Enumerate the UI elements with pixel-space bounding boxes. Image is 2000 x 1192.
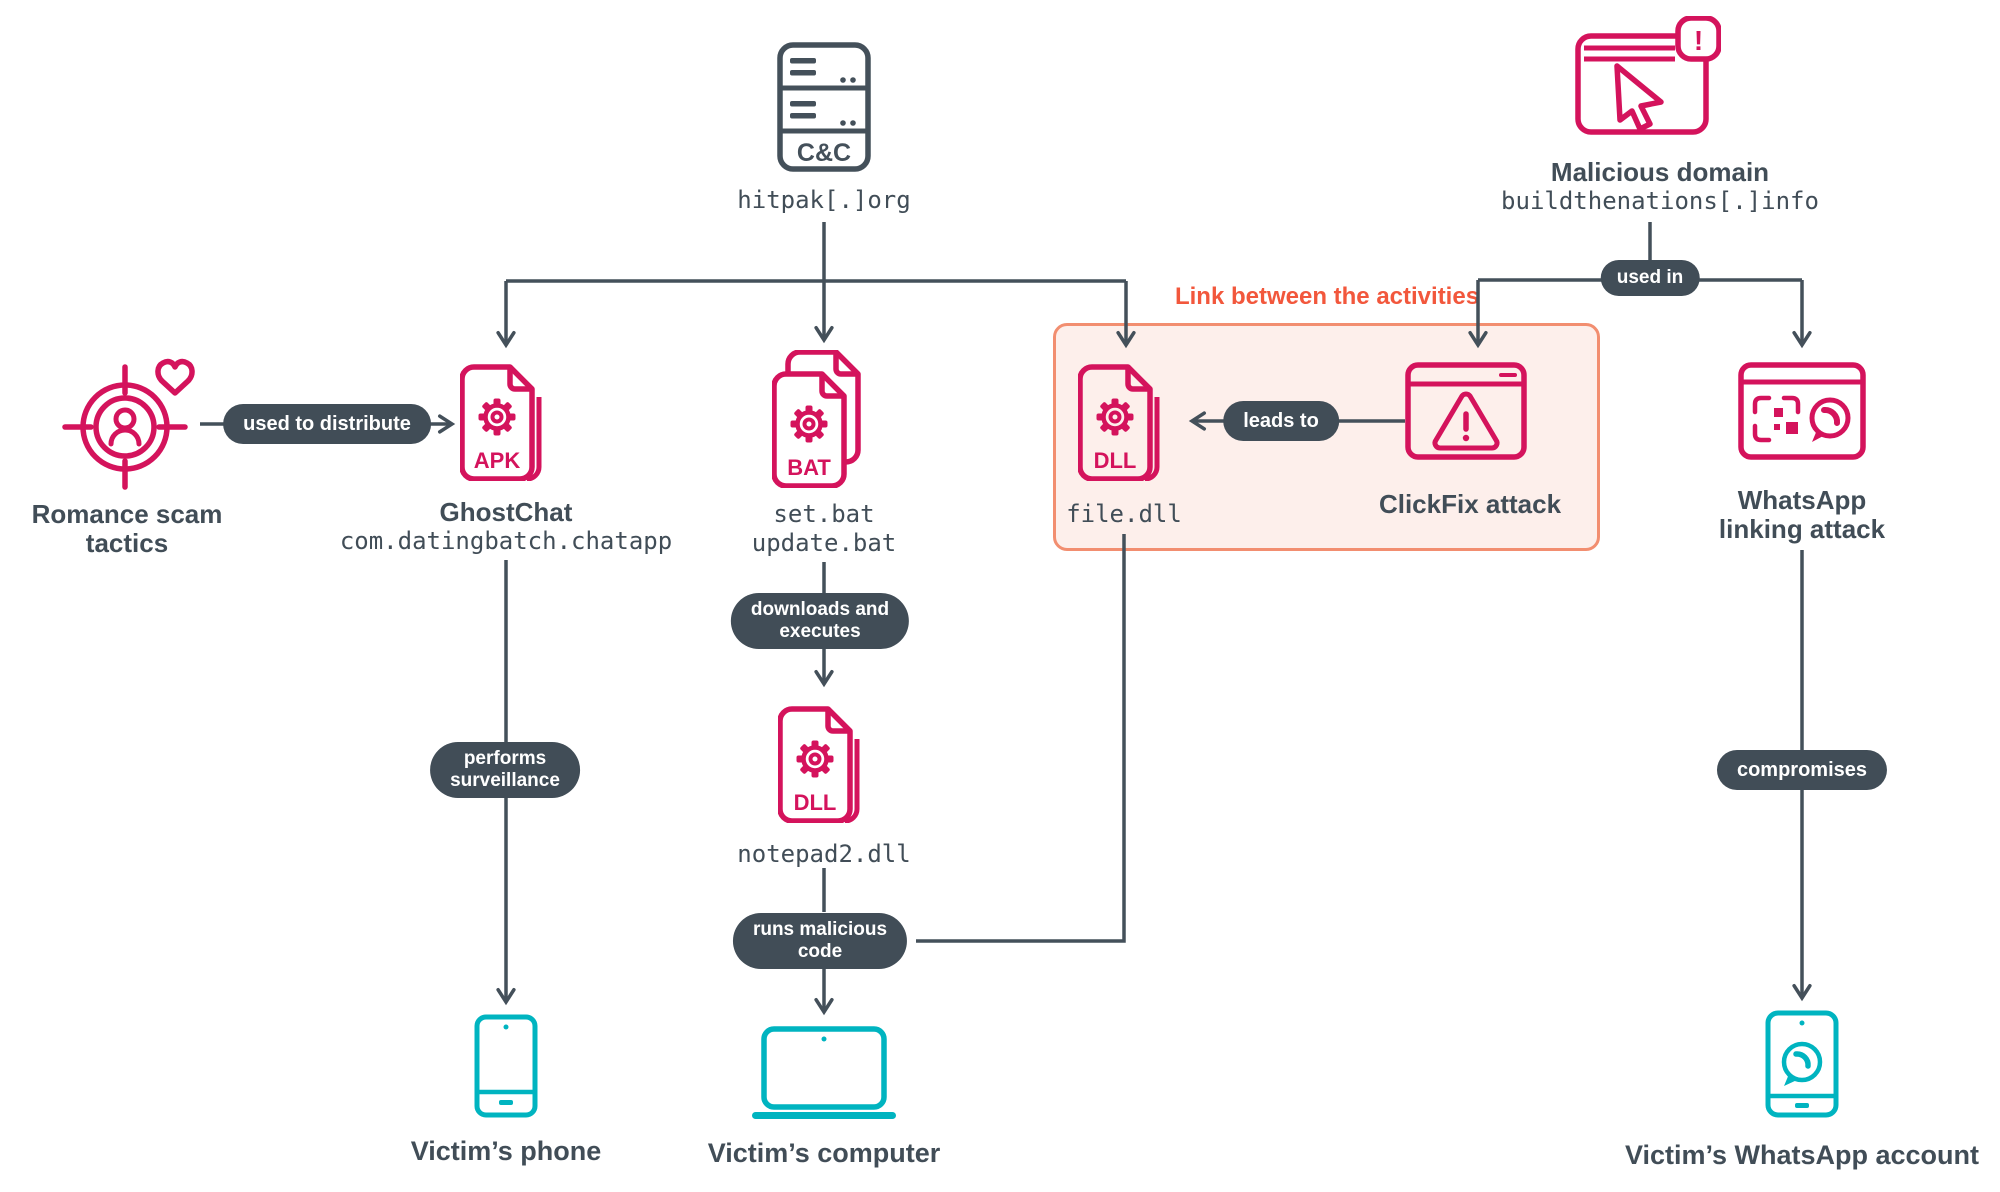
victim-phone-label: Victim’s phone xyxy=(410,1136,602,1166)
romance-scam-line2: tactics xyxy=(85,528,169,559)
whatsapp-linking-label: WhatsApp linking attack xyxy=(1718,485,1886,545)
apk-badge-text: APK xyxy=(474,448,521,473)
gear-icon xyxy=(478,398,516,436)
notepad2-dll-name: notepad2.dll xyxy=(737,840,911,868)
whatsapp-logo-icon xyxy=(1781,1041,1823,1083)
dll-badge-text: DLL xyxy=(1094,448,1137,473)
performs-surveillance-pill: performs surveillance xyxy=(430,742,580,798)
gear-icon xyxy=(790,405,828,443)
cnc-server-icon: C&C xyxy=(777,42,871,172)
file-dll-icon: DLL xyxy=(1078,355,1170,481)
victim-computer-icon xyxy=(750,1026,898,1120)
used-to-distribute-pill: used to distribute xyxy=(223,404,431,444)
downloads-and-executes-pill: downloads and executes xyxy=(730,593,910,649)
gear-icon xyxy=(796,740,834,778)
whatsapp-linking-line2: linking attack xyxy=(1718,514,1886,545)
whatsapp-linking-line1: WhatsApp xyxy=(1737,485,1867,515)
heart-icon xyxy=(155,358,195,396)
compromises-pill: compromises xyxy=(1716,750,1888,790)
bat-files-icon: BAT xyxy=(772,350,876,488)
file-dll-label: file.dll xyxy=(1066,500,1182,529)
leads-to-pill: leads to xyxy=(1223,401,1339,441)
malicious-domain-icon: ! xyxy=(1575,16,1721,136)
whatsapp-logo-icon xyxy=(1809,397,1851,439)
whatsapp-linking-icon xyxy=(1738,362,1866,460)
clickfix-label: ClickFix attack xyxy=(1378,489,1562,519)
malicious-domain-name: Malicious domain xyxy=(1550,157,1770,187)
runs-malicious-code-pill: runs malicious code xyxy=(732,913,908,969)
gear-icon xyxy=(1096,398,1134,436)
cnc-icon-text: C&C xyxy=(797,139,851,167)
romance-scam-icon xyxy=(60,343,210,491)
warning-triangle-icon xyxy=(1432,391,1500,451)
highlight-box-title: Link between the activities xyxy=(1174,283,1480,310)
used-in-pill: used in xyxy=(1600,260,1700,296)
notepad2-dll-label: notepad2.dll xyxy=(737,840,910,869)
romance-scam-label: Romance scam tactics xyxy=(31,499,223,559)
alert-badge xyxy=(1675,16,1721,62)
bat-file2: update.bat xyxy=(751,529,897,558)
qr-code-icon xyxy=(1752,395,1801,443)
bat-file1: set.bat xyxy=(773,500,875,528)
cnc-domain-label: hitpak[.]org xyxy=(737,186,910,215)
ghostchat-label: GhostChat com.datingbatch.chatapp xyxy=(339,497,673,556)
notepad2-dll-icon: DLL xyxy=(778,697,870,823)
victim-computer-label: Victim’s computer xyxy=(707,1138,941,1168)
ghostchat-name: GhostChat xyxy=(439,497,573,527)
person-icon xyxy=(113,407,137,431)
malicious-domain-label: Malicious domain buildthenations[.]info xyxy=(1501,157,1819,216)
victim-whatsapp-icon xyxy=(1765,1010,1839,1118)
apk-file-icon: APK xyxy=(460,355,552,481)
victim-phone-icon xyxy=(474,1014,538,1118)
dll-badge-text: DLL xyxy=(794,790,837,815)
alert-badge-glyph: ! xyxy=(1694,25,1703,56)
victim-whatsapp-label: Victim’s WhatsApp account xyxy=(1624,1140,1980,1170)
malicious-domain-url: buildthenations[.]info xyxy=(1501,187,1819,216)
bat-files-label: set.bat update.bat xyxy=(752,500,897,559)
bat-badge-text: BAT xyxy=(787,455,831,480)
file-dll-name: file.dll xyxy=(1066,500,1182,528)
cnc-domain: hitpak[.]org xyxy=(737,186,911,214)
edge-filedll-join xyxy=(916,534,1126,943)
ghostchat-package: com.datingbatch.chatapp xyxy=(339,527,673,556)
romance-scam-line1: Romance scam xyxy=(31,499,223,529)
clickfix-name: ClickFix attack xyxy=(1378,489,1562,519)
clickfix-attack-icon xyxy=(1405,362,1527,460)
